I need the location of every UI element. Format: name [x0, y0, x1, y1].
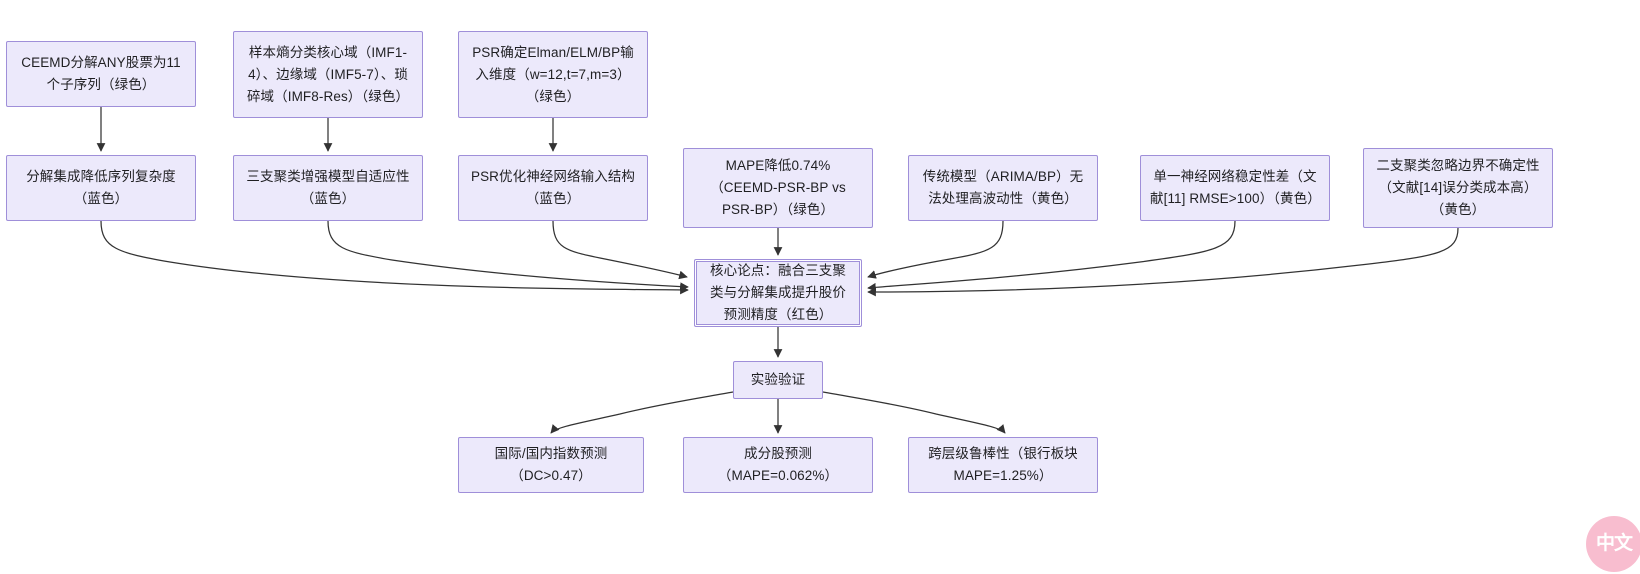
watermark-label: 中文 — [1595, 533, 1633, 554]
node-label: MAPE降低0.74%（CEEMD-PSR-BP vs PSR-BP）（绿色） — [710, 158, 846, 217]
node-label: CEEMD分解ANY股票为11个子序列（绿色） — [21, 55, 181, 92]
edge-n9-core — [867, 220, 1236, 292]
edge-n10-core — [867, 227, 1459, 297]
edge-n5-core — [327, 220, 689, 291]
node-label: 跨层级鲁棒性（银行板块MAPE=1.25%） — [928, 446, 1078, 483]
node-three-way-clustering-adaptivity[interactable]: 三支聚类增强模型自适应性（蓝色） — [233, 155, 423, 221]
node-experimental-validation[interactable]: 实验验证 — [733, 361, 823, 399]
node-result-constituent-stock[interactable]: 成分股预测（MAPE=0.062%） — [683, 437, 873, 493]
node-ceemd-decomposition[interactable]: CEEMD分解ANY股票为11个子序列（绿色） — [6, 41, 196, 107]
node-two-way-clustering-limitation[interactable]: 二支聚类忽略边界不确定性（文献[14]误分类成本高）（黄色） — [1363, 148, 1553, 228]
node-label: 国际/国内指数预测（DC>0.47） — [494, 446, 608, 483]
node-mape-reduction-evidence[interactable]: MAPE降低0.74%（CEEMD-PSR-BP vs PSR-BP）（绿色） — [683, 148, 873, 228]
node-decomposition-reduces-complexity[interactable]: 分解集成降低序列复杂度（蓝色） — [6, 155, 196, 221]
node-label: 分解集成降低序列复杂度（蓝色） — [26, 169, 176, 206]
node-result-cross-level-robustness[interactable]: 跨层级鲁棒性（银行板块MAPE=1.25%） — [908, 437, 1098, 493]
edge-n8-core — [867, 220, 1004, 279]
node-label: 成分股预测（MAPE=0.062%） — [717, 446, 839, 483]
node-single-network-instability[interactable]: 单一神经网络稳定性差（文献[11] RMSE>100）（黄色） — [1140, 155, 1330, 221]
node-label: PSR确定Elman/ELM/BP输入维度（w=12,t=7,m=3）（绿色） — [472, 44, 634, 104]
node-core-claim[interactable]: 核心论点：融合三支聚类与分解集成提升股价预测精度（红色） — [694, 259, 862, 327]
node-result-index-prediction[interactable]: 国际/国内指数预测（DC>0.47） — [458, 437, 644, 493]
node-label: PSR优化神经网络输入结构（蓝色） — [470, 169, 636, 206]
node-sample-entropy-classification[interactable]: 样本熵分类核心域（IMF1-4）、边缘域（IMF5-7）、琐碎域（IMF8-Re… — [233, 31, 423, 118]
edge-n4-core — [100, 220, 689, 295]
node-label: 二支聚类忽略边界不确定性（文献[14]误分类成本高）（黄色） — [1376, 158, 1540, 217]
edge-exp-r3 — [822, 391, 1006, 434]
node-psr-optimizes-network-input[interactable]: PSR优化神经网络输入结构（蓝色） — [458, 155, 648, 221]
watermark-badge: 中文 — [1586, 516, 1640, 572]
node-psr-input-dimension[interactable]: PSR确定Elman/ELM/BP输入维度（w=12,t=7,m=3）（绿色） — [458, 31, 648, 118]
edge-n6-core — [552, 220, 688, 280]
node-label: 样本熵分类核心域（IMF1-4）、边缘域（IMF5-7）、琐碎域（IMF8-Re… — [246, 44, 410, 104]
node-traditional-models-limitation[interactable]: 传统模型（ARIMA/BP）无法处理高波动性（黄色） — [908, 155, 1098, 221]
node-label: 核心论点：融合三支聚类与分解集成提升股价预测精度（红色） — [710, 263, 846, 322]
edge-exp-r1 — [550, 391, 734, 434]
node-label: 单一神经网络稳定性差（文献[11] RMSE>100）（黄色） — [1150, 169, 1321, 206]
node-label: 实验验证 — [750, 372, 806, 387]
node-label: 传统模型（ARIMA/BP）无法处理高波动性（黄色） — [922, 169, 1084, 206]
node-label: 三支聚类增强模型自适应性（蓝色） — [246, 169, 410, 206]
